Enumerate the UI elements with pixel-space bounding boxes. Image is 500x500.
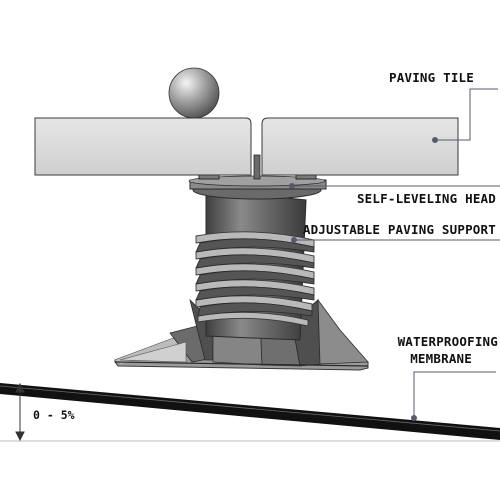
membrane-label-line2: MEMBRANE (410, 351, 472, 366)
paving-tile-marker (432, 137, 438, 143)
self-leveling-head-marker (289, 183, 295, 189)
membrane-label-line1: WATERPROOFING (398, 334, 498, 349)
paving-tile-label: PAVING TILE (389, 70, 474, 85)
ball-sphere (168, 67, 220, 119)
waterproofing-membrane (0, 383, 500, 440)
adjustable-support-body (195, 189, 315, 341)
adjustable-support-marker (291, 237, 297, 243)
slope-dimension (15, 382, 25, 442)
membrane-highlight (0, 385, 500, 432)
paving-tiles (34, 117, 459, 176)
self-leveling-head-label: SELF-LEVELING HEAD (357, 191, 496, 206)
paving-tile-left (34, 117, 252, 176)
thread-rings (195, 231, 315, 327)
paving-tile-right (261, 117, 459, 176)
adjustable-support-label: ADJUSTABLE PAVING SUPPORT (303, 222, 496, 237)
membrane-marker (411, 415, 417, 421)
leader-lines (292, 88, 500, 418)
slope-label: 0 - 5% (33, 408, 75, 422)
